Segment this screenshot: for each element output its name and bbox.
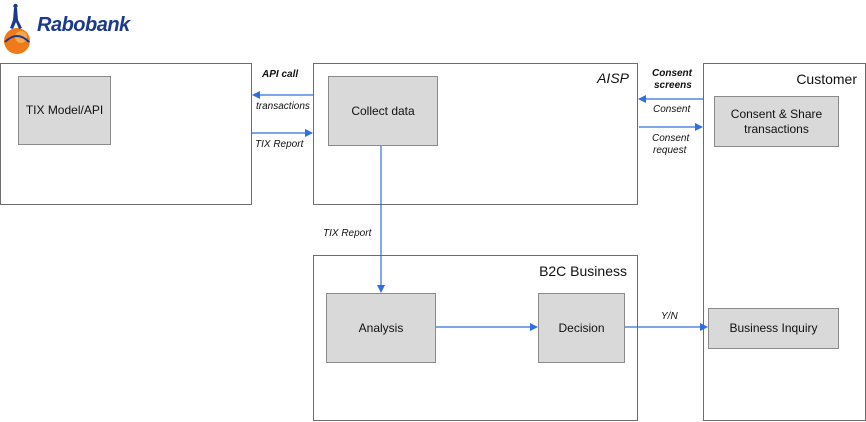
consent-share-box: Consent & Share transactions [714,96,839,147]
consent-screens-label-line1: Consent [652,68,692,79]
b2c-frame-title: B2C Business [539,263,627,279]
analysis-box: Analysis [326,293,436,363]
tix-model-box: TIX Model/API [18,76,111,145]
tix-model-label: TIX Model/API [25,103,104,117]
collect-data-box: Collect data [328,76,438,146]
consent-screens-label-line2: screens [654,80,692,91]
collect-data-label: Collect data [351,103,415,118]
yn-label: Y/N [661,311,678,322]
customer-frame-title: Customer [796,71,857,87]
consent-request-label-line1: Consent [652,133,690,144]
tix-report-label-top: TIX Report [255,139,304,150]
consent-label: Consent [653,104,691,115]
consent-share-label-line2: transactions [744,121,809,136]
business-inquiry-box: Business Inquiry [708,308,839,349]
api-call-label: API call [262,69,299,80]
rabobank-logo-icon [4,3,30,54]
decision-box: Decision [538,293,625,363]
consent-request-label-line2: request [653,145,687,156]
transactions-label: transactions [256,101,310,112]
tix-report-label-vertical: TIX Report [323,228,372,239]
decision-label: Decision [558,320,605,335]
rabobank-wordmark: Rabobank [37,14,130,36]
business-inquiry-label: Business Inquiry [729,321,818,335]
analysis-label: Analysis [358,320,404,335]
aisp-frame-title: AISP [597,70,629,86]
consent-share-label-line1: Consent & Share [730,106,823,121]
